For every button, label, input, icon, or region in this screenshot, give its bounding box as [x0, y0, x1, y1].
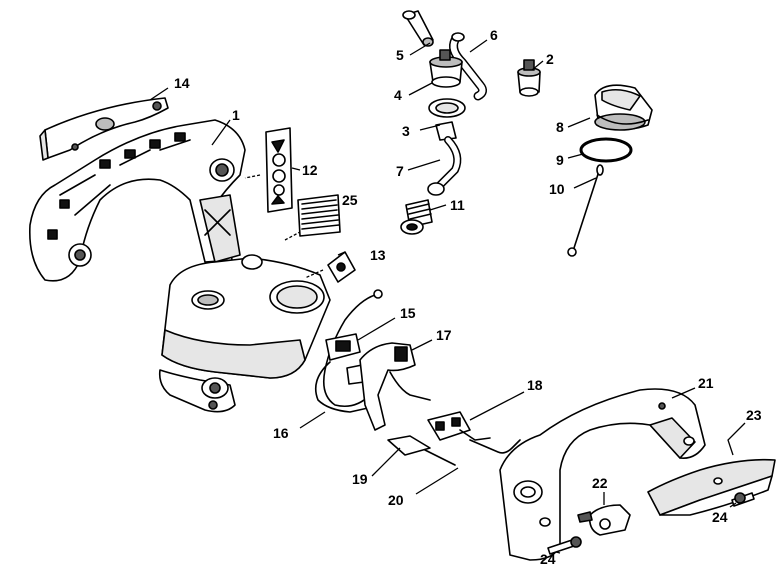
callout-1: 1 — [232, 107, 240, 123]
part-10-retainer — [567, 164, 604, 257]
callout-labels: 1 2 3 4 5 6 7 8 9 10 11 12 13 14 15 16 1… — [174, 27, 762, 567]
callout-16: 16 — [273, 425, 289, 441]
callout-20: 20 — [388, 492, 404, 508]
part-4-valve — [429, 49, 463, 88]
part-1-tank-body — [158, 254, 331, 413]
part-15-switch — [322, 289, 383, 408]
callout-23: 23 — [746, 407, 762, 423]
callout-8: 8 — [556, 119, 564, 135]
part-14-top-cover — [39, 97, 169, 161]
part-7-fuel-line — [427, 121, 462, 196]
part-22-clip — [577, 504, 631, 536]
part-25-grille-decal — [297, 194, 341, 237]
callout-21: 21 — [698, 375, 714, 391]
part-8-tank-cap — [594, 84, 653, 131]
part-6-return-hose — [449, 32, 488, 101]
callout-19: 19 — [352, 471, 368, 487]
part-2-fitting — [517, 59, 541, 97]
callout-17: 17 — [436, 327, 452, 343]
part-16-wire-harness — [314, 361, 369, 413]
part-13-decal — [327, 251, 356, 283]
callout-10: 10 — [549, 181, 565, 197]
part-12-warning-decal — [265, 127, 293, 213]
part-17-trigger — [359, 342, 431, 431]
callout-6: 6 — [490, 27, 498, 43]
part-24-screw-a — [547, 536, 582, 555]
leader-lines — [149, 39, 746, 554]
callout-15: 15 — [400, 305, 416, 321]
callout-24b: 24 — [712, 509, 728, 525]
part-19-spring — [387, 435, 431, 456]
part-20-linkage — [424, 439, 521, 466]
callout-24a: 24 — [540, 551, 556, 567]
callout-3: 3 — [402, 123, 410, 139]
part-1-housing-frame — [28, 119, 246, 282]
callout-18: 18 — [527, 377, 543, 393]
callout-22: 22 — [592, 475, 608, 491]
callout-14: 14 — [174, 75, 190, 91]
callout-25: 25 — [342, 192, 358, 208]
callout-2: 2 — [546, 51, 554, 67]
callout-5: 5 — [396, 47, 404, 63]
callout-13: 13 — [370, 247, 386, 263]
part-3-grommet — [428, 98, 466, 118]
part-5-fuel-hose — [402, 10, 434, 47]
part-21-handle — [499, 388, 706, 561]
part-23-grip-cover — [647, 458, 776, 516]
part-9-o-ring — [579, 137, 633, 163]
callout-7: 7 — [396, 163, 404, 179]
callout-11: 11 — [450, 197, 465, 213]
part-11-fuel-filter — [400, 199, 433, 235]
part-18-contact — [427, 411, 491, 441]
callout-12: 12 — [302, 162, 318, 178]
callout-4: 4 — [394, 87, 402, 103]
callout-9: 9 — [556, 152, 564, 168]
